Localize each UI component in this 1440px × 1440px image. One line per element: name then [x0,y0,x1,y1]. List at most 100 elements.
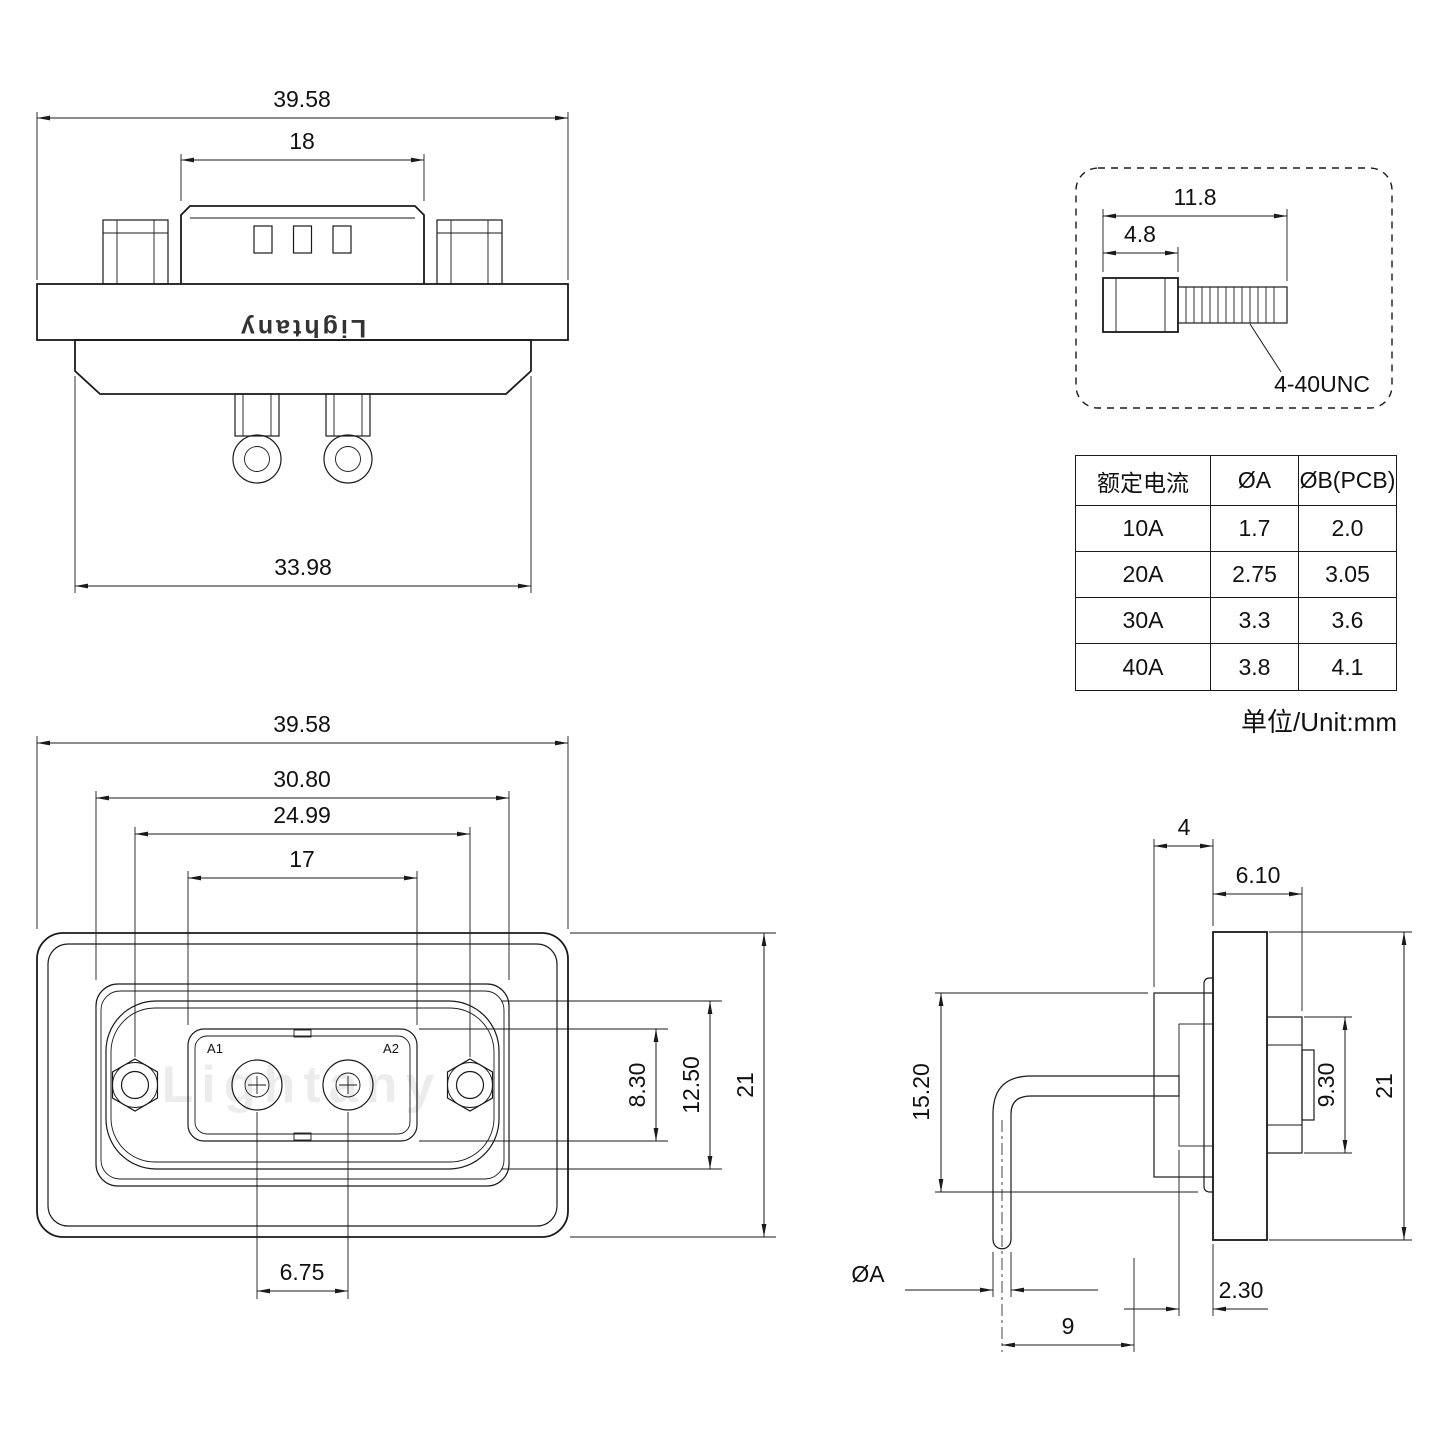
side-insert-face [1178,1023,1214,1147]
face-boss-inner-line [100,990,505,1180]
svg-text:17: 17 [289,846,315,872]
screw-shaft [1177,286,1288,324]
face-insert-inner-line [194,1035,411,1135]
face-boss-outline [95,983,510,1187]
svg-text:4-40UNC: 4-40UNC [1274,371,1370,397]
svg-text:39.58: 39.58 [273,711,331,737]
detail-boundary-box [1075,167,1393,409]
table-cell: 1.7 [1211,506,1299,552]
face-flange-outline [36,932,569,1238]
side-rear-steps [1267,1044,1302,1126]
front-insert-slot [332,225,352,254]
svg-text:21: 21 [1371,1073,1397,1099]
brand-logo-text: Lightany [238,314,366,342]
face-key-top [293,1029,312,1038]
dim-side-rear-depth: 6.10 [1213,862,1303,1011]
dim-front-body-width: 33.98 [74,376,532,593]
face-contact-a1 [231,1059,283,1111]
svg-text:8.30: 8.30 [624,1063,650,1108]
dim-face-mount-spacing: 24.99 [134,802,471,1057]
side-bent-pin [992,1075,1180,1250]
table-cell: 2.75 [1211,552,1299,598]
face-key-bottom [293,1132,312,1141]
dim-screw-total-length: 11.8 [1102,184,1288,281]
face-insert-outline [187,1028,418,1142]
front-pin-2 [323,393,373,484]
dim-screw-head-length: 4.8 [1103,221,1179,272]
side-rear-insulator [1266,1016,1303,1154]
front-view: Lightany [36,86,569,593]
front-insert-shell [180,205,425,284]
side-rear-tail [1301,1049,1315,1121]
table-header-dia-b: ØB(PCB) [1299,456,1396,506]
table-cell: 2.0 [1299,506,1396,552]
table-cell: 4.1 [1331,653,1364,680]
screw-head-flats [1115,278,1166,332]
face-right-hex-nut [446,1058,494,1112]
svg-text:2.30: 2.30 [1219,1277,1264,1303]
svg-text:9: 9 [1062,1313,1075,1339]
side-view: 4 6.10 15.20 9.30 21 [851,814,1412,1352]
dim-side-overall-height: 21 [1269,931,1412,1241]
front-pin-1 [232,393,282,484]
face-view: Lightany [36,711,776,1299]
svg-text:33.98: 33.98 [274,554,332,580]
front-insert-slot [292,225,313,254]
dim-front-insert-width: 18 [180,128,425,201]
svg-text:18: 18 [289,128,315,154]
svg-text:11.8: 11.8 [1173,184,1216,210]
svg-text:12.50: 12.50 [678,1056,704,1114]
contact-label-a2: A2 [383,1041,399,1056]
table-cell: 20A [1076,552,1211,598]
table-cell: 10A [1076,506,1211,552]
dim-face-boss-width: 30.80 [95,766,510,980]
front-left-screw [102,219,169,285]
side-boss-profile [1203,977,1214,1193]
svg-text:39.58: 39.58 [273,86,331,112]
face-recess-inner-line [110,1007,495,1163]
dim-side-pin-offset: 2.30 [1124,1150,1268,1316]
svg-text:30.80: 30.80 [273,766,331,792]
dim-side-mating-depth: 4 [1153,814,1214,987]
dim-side-body-height: 15.20 [908,992,1198,1193]
face-flange-inner-line [47,943,558,1227]
dim-side-pin-length: 9 [1002,1258,1135,1352]
dim-face-insert-height: 8.30 [419,1028,668,1142]
svg-text:6.10: 6.10 [1236,862,1281,888]
screw-thread-hatch [1185,287,1275,323]
dim-face-recess-height: 12.50 [501,1000,722,1170]
front-insert-slot [253,225,273,254]
side-flange [1212,931,1268,1241]
svg-text:ØA: ØA [851,1261,885,1287]
front-rear-body [74,339,532,395]
face-recess-outline [105,1000,500,1170]
dim-face-pin-pitch: 6.75 [256,1112,349,1299]
screw-head [1102,277,1179,333]
dim-front-overall-width: 39.58 [36,86,569,280]
dim-face-overall-width: 39.58 [36,711,569,929]
table-header-current: 额定电流 [1076,456,1211,506]
contact-label-a1: A1 [207,1041,223,1056]
svg-text:9.30: 9.30 [1313,1063,1339,1108]
face-contact-a2 [322,1059,374,1111]
svg-text:21: 21 [732,1072,758,1098]
table-cell: 3.3 [1211,598,1299,644]
dim-face-insert-width: 17 [187,846,418,1025]
table-header-dia-a: ØA [1211,456,1299,506]
dim-side-pin-diameter: ØA [851,1252,1098,1297]
table-cell: 3.6 [1299,598,1396,644]
table-cell: 30A [1076,598,1211,644]
svg-text:15.20: 15.20 [908,1063,934,1121]
svg-text:24.99: 24.99 [273,802,331,828]
units-label: 单位/Unit:mm [1240,707,1397,737]
table-cell: 3.05 [1299,552,1396,598]
thread-callout: 4-40UNC [1249,323,1370,397]
dim-side-rear-height: 9.30 [1304,1016,1352,1154]
table-cell: 3.8 [1211,644,1299,690]
face-left-hex-nut [111,1058,159,1112]
svg-text:4: 4 [1178,814,1191,840]
svg-text:6.75: 6.75 [280,1259,325,1285]
front-right-screw [436,219,503,285]
dim-face-overall-height: 21 [570,932,776,1238]
